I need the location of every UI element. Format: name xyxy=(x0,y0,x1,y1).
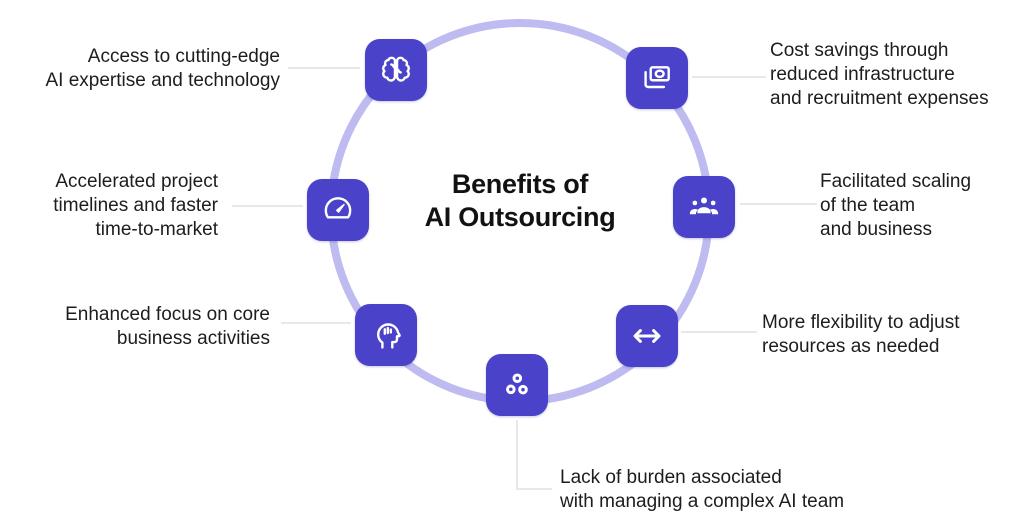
banknotes-icon xyxy=(644,66,670,89)
ai-expertise-tile xyxy=(365,39,427,101)
cost-savings-tile xyxy=(626,47,688,109)
benefit-label-core-business-focus: Enhanced focus on core business activiti… xyxy=(65,304,270,349)
connector-line xyxy=(288,67,360,69)
head-ai-icon xyxy=(377,323,401,349)
benefit-label-cost-savings: Cost savings through reduced infrastruct… xyxy=(770,40,989,109)
diagram-title-line-1: Benefits of xyxy=(451,169,589,199)
diagram-title-line-2: AI Outsourcing xyxy=(424,202,616,232)
resize-arrows-icon xyxy=(633,329,661,343)
benefit-label-ai-expertise: Access to cutting-edge AI expertise and … xyxy=(45,46,281,91)
diagram-title: Benefits of AI Outsourcing xyxy=(360,168,680,234)
connector-line xyxy=(740,203,817,205)
team-scaling-tile xyxy=(673,176,735,238)
connector-line xyxy=(681,331,757,333)
no-management-burden-tile xyxy=(486,354,548,416)
benefit-label-resource-flexibility: More flexibility to adjust resources as … xyxy=(762,312,960,357)
brain-icon xyxy=(382,56,410,82)
benefit-label-team-scaling: Facilitated scaling of the team and busi… xyxy=(820,171,972,240)
connector-line xyxy=(516,420,518,490)
team-icon xyxy=(689,197,719,215)
cluster-icon xyxy=(506,373,528,395)
connector-line xyxy=(516,488,552,490)
resource-flexibility-tile xyxy=(616,305,678,367)
speedometer-icon xyxy=(324,197,352,219)
benefit-label-accelerated-timelines: Accelerated project timelines and faster… xyxy=(53,171,218,240)
accelerated-timelines-tile xyxy=(307,179,369,241)
connector-line xyxy=(692,76,766,78)
core-business-focus-tile xyxy=(355,304,417,366)
connector-line xyxy=(232,205,303,207)
connector-line xyxy=(281,322,351,324)
benefit-label-no-management-burden: Lack of burden associated with managing … xyxy=(560,467,845,512)
